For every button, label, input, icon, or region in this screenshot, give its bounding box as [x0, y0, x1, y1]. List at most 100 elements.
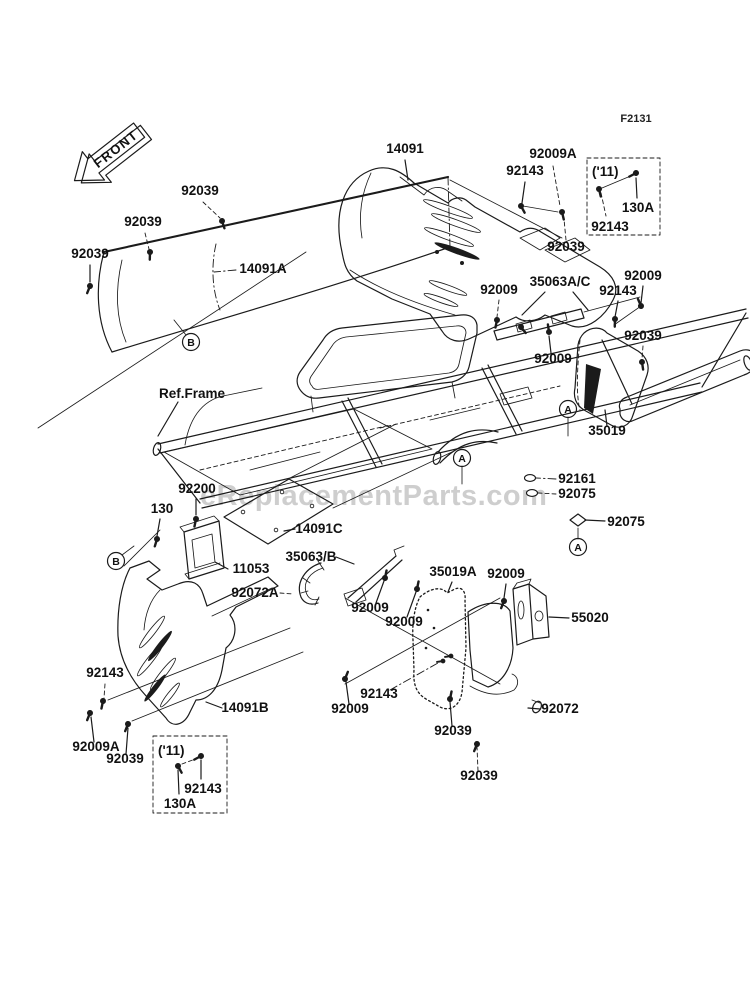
grommet-icon [525, 489, 539, 497]
callout-55020: 55020 [571, 610, 609, 625]
bolt-icon [151, 534, 163, 548]
grommet-diamond-icon [569, 513, 587, 527]
callout-35063ac: 35063A/C [530, 274, 591, 289]
inset-box-bottom-left: ('11) 92143 130A [152, 735, 228, 814]
callout-130: 130 [151, 501, 174, 516]
bolt-icon [410, 580, 423, 595]
bolt-icon [84, 281, 96, 295]
part-55020-bracket [512, 578, 550, 646]
bolt-icon [143, 246, 158, 261]
callout-92143-bl: 92143 [86, 665, 124, 680]
callout-92039-bl: 92039 [106, 751, 144, 766]
ref-frame-drawing [152, 308, 750, 509]
inset-box-top-right: ('11) 130A 92143 [586, 157, 661, 236]
clamp-icon [531, 700, 543, 714]
svg-text:A: A [574, 542, 582, 554]
part-35019-shield [573, 327, 649, 428]
marker-b: B [106, 551, 126, 571]
callout-92075-1: 92075 [558, 486, 596, 501]
callout-92009-bc-1: 92009 [487, 566, 525, 581]
svg-text:A: A [458, 453, 466, 465]
inset-bl-part-92143: 92143 [184, 781, 222, 796]
guide-lines [37, 179, 563, 722]
callout-35019a: 35019A [429, 564, 477, 579]
callout-92039-tr: 92039 [547, 239, 585, 254]
inset-bl-part-130a: 130A [164, 796, 197, 811]
callout-92143-top: 92143 [506, 163, 544, 178]
bolt-icon [97, 695, 110, 710]
part-92072a-band [298, 560, 325, 606]
callout-92039-bc-1: 92039 [434, 723, 472, 738]
callout-35019: 35019 [588, 423, 626, 438]
inset-tr-part-92143: 92143 [591, 219, 629, 234]
callout-92009-mid-2: 92009 [534, 351, 572, 366]
bolt-icon [443, 651, 456, 663]
bolt-icon [592, 183, 607, 198]
callout-14091: 14091 [386, 141, 424, 156]
callout-92143-right: 92143 [599, 283, 637, 298]
part-14091b-cover [117, 560, 279, 725]
callout-14091b: 14091B [221, 700, 269, 715]
front-arrow-label: FRONT [91, 127, 141, 171]
marker-b: B [181, 332, 201, 352]
callout-92161: 92161 [558, 471, 596, 486]
svg-text:A: A [564, 404, 572, 416]
part-35019a-shield [412, 587, 519, 710]
figure-code-label: F2131 [620, 113, 651, 125]
marker-a: A [568, 537, 588, 557]
callout-92039-tl-3: 92039 [71, 246, 109, 261]
callout-11053: 11053 [233, 561, 270, 576]
callout-92009-bc-3: 92009 [385, 614, 423, 629]
marker-a: A [558, 399, 578, 419]
inset-tr-part-130a: 130A [622, 200, 655, 215]
callout-92009-bc-4: 92009 [331, 701, 369, 716]
callout-92072: 92072 [541, 701, 579, 716]
screw-icon [628, 167, 642, 182]
callout-35063b: 35063/B [285, 549, 336, 564]
bolt-icon [339, 670, 351, 684]
bolt-icon [84, 708, 96, 722]
bolt-icon [443, 690, 456, 705]
inset-tr-title: ('11) [592, 164, 618, 179]
bolt-icon [515, 200, 530, 214]
part-14091-cover [338, 167, 617, 342]
bolt-icon [555, 206, 570, 221]
grommets [523, 474, 587, 714]
svg-text:B: B [187, 337, 195, 349]
front-arrow: FRONT [73, 122, 153, 184]
part-35063b-rods [343, 545, 405, 607]
callout-92009-mid-1: 92009 [480, 282, 518, 297]
part-11053-bracket [179, 515, 225, 580]
ring-markers: B A A A B [106, 332, 588, 571]
callout-labels: F2131 Ref.Frame 14091 92009A 92143 92039… [71, 113, 662, 783]
screw-icon [193, 750, 207, 765]
part-14091a-panel [97, 175, 451, 353]
marker-a: A [452, 448, 472, 468]
callout-92009a-top: 92009A [529, 146, 577, 161]
leader-lines [89, 159, 644, 772]
callout-92009-bc-2: 92009 [351, 600, 389, 615]
callout-92039-tl-1: 92039 [181, 183, 219, 198]
inset-bl-title: ('11) [158, 743, 184, 758]
callout-92009-right: 92009 [624, 268, 662, 283]
callout-92039-right: 92039 [624, 328, 662, 343]
bolt-icon [608, 313, 623, 328]
grommet-icon [523, 474, 537, 482]
svg-text:B: B [112, 556, 120, 568]
callout-14091c: 14091C [295, 521, 343, 536]
part-14091c-plate [223, 478, 334, 545]
callout-92075-2: 92075 [607, 514, 645, 529]
bolt-icon [435, 656, 448, 668]
part-35063ac-bracket [493, 296, 641, 341]
callout-14091a: 14091A [239, 261, 287, 276]
callout-92039-tl-2: 92039 [124, 214, 162, 229]
callout-92200: 92200 [178, 481, 216, 496]
callout-92009a-bl: 92009A [72, 739, 120, 754]
callout-92039-bc-2: 92039 [460, 768, 498, 783]
bolt-icon [635, 356, 650, 371]
ref-frame-label: Ref.Frame [159, 386, 226, 401]
bolt-icon [632, 297, 647, 312]
callout-92143-bc: 92143 [360, 686, 398, 701]
